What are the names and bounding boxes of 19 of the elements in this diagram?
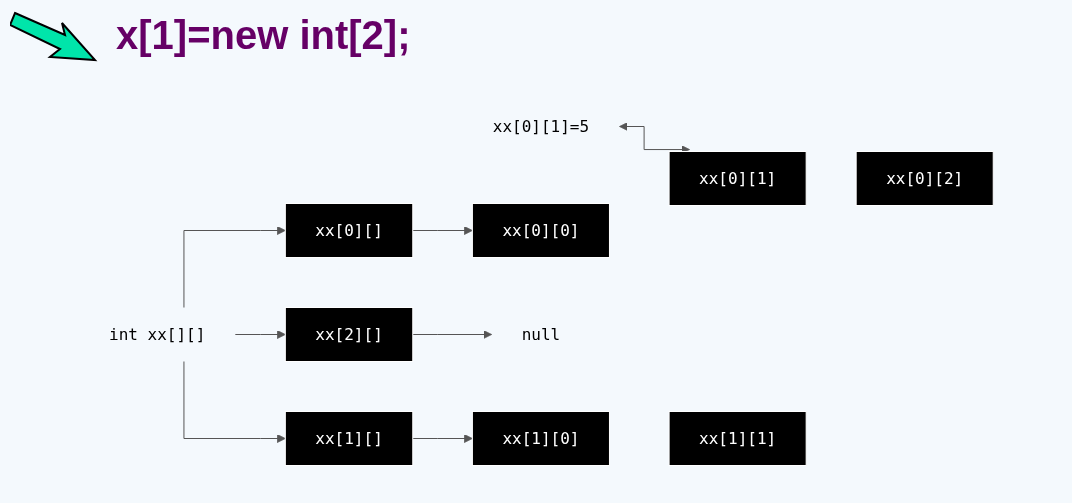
node-text: xx[0][1]=5 (492, 116, 589, 136)
arrow (234, 330, 286, 339)
arrow (183, 361, 286, 443)
node-box: xx[0][] (284, 203, 414, 258)
node-box: xx[1][1] (668, 411, 807, 466)
arrow (412, 434, 473, 443)
node-text: int xx[][] (108, 324, 206, 344)
node-box: xx[2][] (284, 307, 414, 362)
node-box: xx[0][2] (855, 151, 994, 206)
node-box: xx[1][] (284, 411, 414, 466)
node-box: xx[0][0] (471, 203, 610, 258)
node-box: xx[0][1] (668, 151, 807, 206)
arrow (183, 226, 286, 308)
node-text: null (521, 324, 561, 344)
node-box: xx[1][0] (471, 411, 610, 466)
arrow (412, 226, 473, 235)
title: x[1]=new int[2]; (116, 12, 411, 58)
arrow (412, 330, 492, 339)
arrow (619, 122, 690, 154)
